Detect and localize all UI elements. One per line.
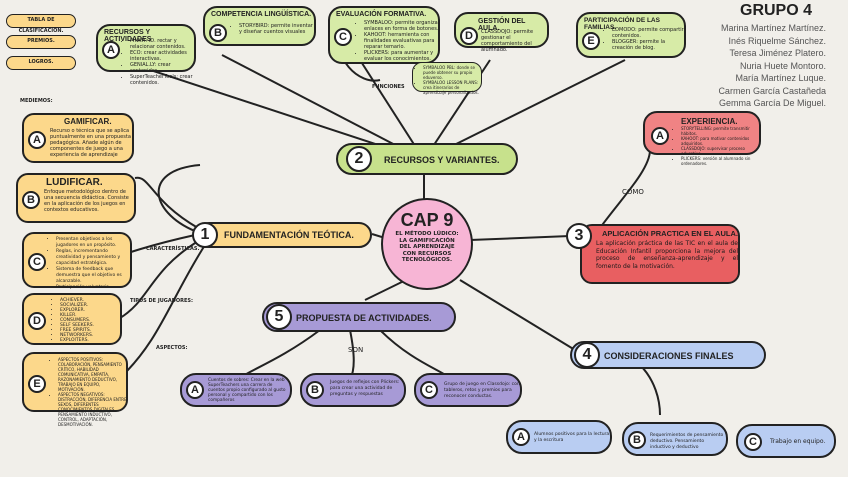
- gestion-aula-box: D GESTIÓN DEL AULA. CLASSDOJO: permite g…: [454, 12, 549, 53]
- number-5-badge: 5: [266, 304, 292, 330]
- letter-b-badge: B: [22, 191, 40, 209]
- letter-d-badge: D: [460, 27, 478, 45]
- propuesta-a-box: A Cuentos de sobres: Crear en la web Sup…: [180, 373, 292, 407]
- consideraciones-a-box: A Alumnos positivos para la lectura y la…: [506, 420, 612, 454]
- consideraciones-b-box: B Requerimientos de pensamiento deductiv…: [622, 422, 728, 456]
- aspectos-label: ASPECTOS:: [156, 345, 188, 351]
- experiencia-box: A EXPERIENCIA. STORYTELLING: permite tra…: [643, 111, 761, 166]
- recursos-actividades-box: A RECURSOS Y ACTIVIDADES PINKIT: ID. rec…: [96, 24, 196, 86]
- letter-a-badge: A: [651, 127, 669, 145]
- participacion-familias-box: E PARTICIPACIÓN DE LAS FAMILIAS. EDMODO:…: [576, 12, 686, 58]
- number-3-badge: 3: [566, 223, 592, 249]
- letter-c-badge: C: [744, 433, 762, 451]
- mediemos-label: MEDIEMOS:: [20, 98, 53, 104]
- center-title: CAP 9: [400, 210, 454, 230]
- ludificar-box: B LUDIFICAR. Enfoque metodológico dentro…: [16, 173, 136, 223]
- evaluacion-formativa-box: C EVALUACIÓN FORMATIVA. SYMBALOO: permit…: [328, 6, 440, 64]
- letter-d-badge: D: [28, 312, 46, 330]
- number-4-badge: 4: [574, 342, 600, 368]
- tipos-label: TIPOS DE JUGADORES:: [130, 298, 193, 304]
- logros-button[interactable]: LOGROS.: [6, 56, 76, 70]
- premios-button[interactable]: PREMIOS.: [6, 35, 76, 49]
- caracteristicas-label: CARACTERÍSTICAS.: [146, 246, 200, 252]
- branch-aplicacion-practica: APLICACIÓN PRACTICA EN EL AULA. La aplic…: [580, 224, 740, 284]
- letter-a-badge: A: [102, 41, 120, 59]
- clasificacion-button[interactable]: TABLA DE CLASIFICACIÓN.: [6, 14, 76, 34]
- branch-consideraciones: 4 CONSIDERACIONES FINALES: [570, 341, 766, 369]
- competencia-linguistica-box: B COMPETENCIA LINGÜÍSTICA. STORYBIRD: pe…: [203, 6, 316, 46]
- letter-a-badge: A: [28, 131, 46, 149]
- number-1-badge: 1: [192, 222, 218, 248]
- funciones-label: FUNCIONES: [372, 84, 405, 90]
- group-title: GRUPO 4: [740, 2, 813, 19]
- letter-c-badge: C: [334, 28, 352, 46]
- letter-c-badge: C: [420, 381, 438, 399]
- number-2-badge: 2: [346, 146, 372, 172]
- letter-b-badge: B: [628, 431, 646, 449]
- center-subtitle: EL MÉTODO LÚDICO: LA GAMIFICACIÓN DEL AP…: [395, 231, 459, 263]
- tipos-jugadores-box: D ACHIEVER. SOCIALIZER. EXPLORER. KILLER…: [22, 293, 122, 345]
- como-label: COMO: [622, 188, 644, 196]
- letter-a-badge: A: [186, 381, 204, 399]
- branch-propuesta: 5 PROPUESTA DE ACTIVIDADES.: [262, 302, 456, 332]
- son-label: SON: [348, 346, 364, 354]
- branch-fundamentacion: 1 FUNDAMENTACIÓN TEÓTICA.: [192, 222, 372, 248]
- group-members: Marina Martínez Martínez. Inés Riquelme …: [718, 23, 826, 108]
- letter-c-badge: C: [28, 253, 46, 271]
- aspectos-box: E ASPECTOS POSITIVOS: COLABORACIÓN, PENS…: [22, 352, 128, 427]
- letter-b-badge: B: [209, 24, 227, 42]
- branch-recursos-variantes: 2 RECURSOS Y VARIANTES.: [336, 143, 518, 175]
- gamificar-box: A GAMIFICAR. Recurso o técnica que se ap…: [22, 113, 134, 163]
- letter-e-badge: E: [582, 32, 600, 50]
- letter-b-badge: B: [306, 381, 324, 399]
- symbaloo-sub-box: SYMBALOO PBL: donde se puede obtener su …: [412, 62, 482, 95]
- propuesta-c-box: C Grupo de juego en Classdojo: con table…: [414, 373, 522, 407]
- caracteristicas-box: C Presentan objetivos a los jugadores en…: [22, 232, 132, 290]
- consideraciones-c-box: C Trabajo en equipo.: [736, 424, 836, 458]
- letter-e-badge: E: [28, 375, 46, 393]
- letter-a-badge: A: [512, 428, 530, 446]
- center-node: CAP 9 EL MÉTODO LÚDICO: LA GAMIFICACIÓN …: [381, 198, 473, 290]
- propuesta-b-box: B Juegos de reflejos con Plickers: para …: [300, 373, 406, 407]
